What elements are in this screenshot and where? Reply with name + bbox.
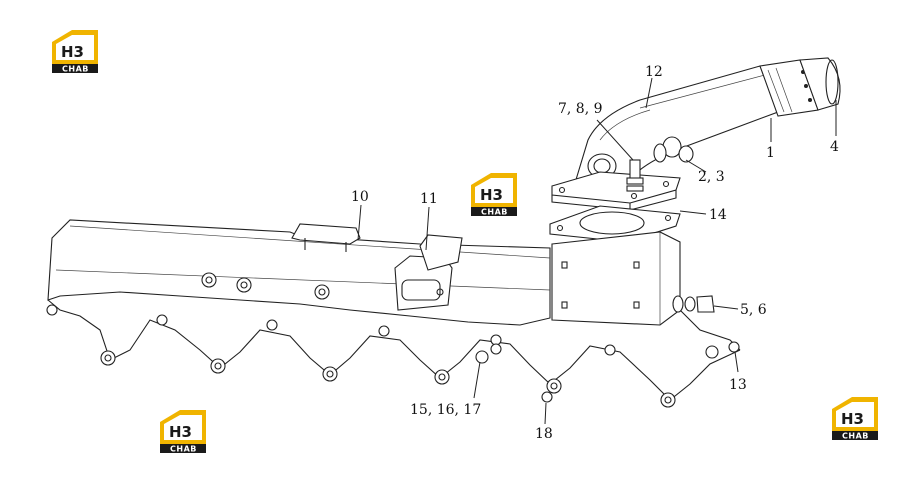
outlet-elbow-pipe: [574, 65, 779, 184]
callout-15-16-17: 15, 16, 17: [410, 402, 481, 418]
plug-5-6: [672, 295, 715, 313]
svg-text:CHAB: CHAB: [842, 432, 869, 441]
callout-18: 18: [535, 426, 553, 442]
bracket-10: [291, 223, 361, 252]
bracket-11: [394, 234, 463, 311]
stud-13: [705, 341, 740, 359]
callout-1: 1: [766, 145, 775, 161]
plug-18: [541, 391, 553, 403]
svg-text:H3: H3: [480, 186, 503, 204]
callout-14: 14: [709, 207, 727, 223]
callout-12: 12: [645, 64, 663, 80]
brand-logo: H3 CHAB: [52, 30, 98, 74]
leader-lines: [357, 77, 837, 425]
stud-15-16-17: [475, 343, 502, 364]
svg-text:CHAB: CHAB: [170, 445, 197, 454]
callout-5-6: 5, 6: [740, 302, 767, 318]
bolt-7-8-9: [626, 159, 644, 192]
callout-labels: 1 4 12 7, 8, 9 2, 3 14 10 11 5, 6 13 15,…: [351, 64, 839, 442]
svg-text:H3: H3: [61, 43, 84, 61]
callout-13: 13: [729, 377, 747, 393]
callout-4: 4: [830, 139, 839, 155]
callout-7-8-9: 7, 8, 9: [558, 101, 603, 117]
exhaust-manifold-body: [46, 219, 741, 408]
hose-connector: [799, 57, 841, 111]
svg-text:H3: H3: [169, 423, 192, 441]
callout-11: 11: [420, 191, 438, 207]
brand-logo: H3 CHAB: [832, 397, 878, 441]
callout-10: 10: [351, 189, 369, 205]
svg-text:H3: H3: [841, 410, 864, 428]
callout-2-3: 2, 3: [698, 169, 725, 185]
svg-text:CHAB: CHAB: [62, 65, 89, 74]
brand-logo: H3 CHAB: [160, 410, 206, 454]
svg-text:CHAB: CHAB: [481, 208, 508, 217]
hose-clamp: [759, 59, 819, 117]
outlet-flange: [551, 171, 681, 211]
plug-2-3: [653, 143, 694, 163]
brand-logo: H3 CHAB: [471, 173, 517, 217]
